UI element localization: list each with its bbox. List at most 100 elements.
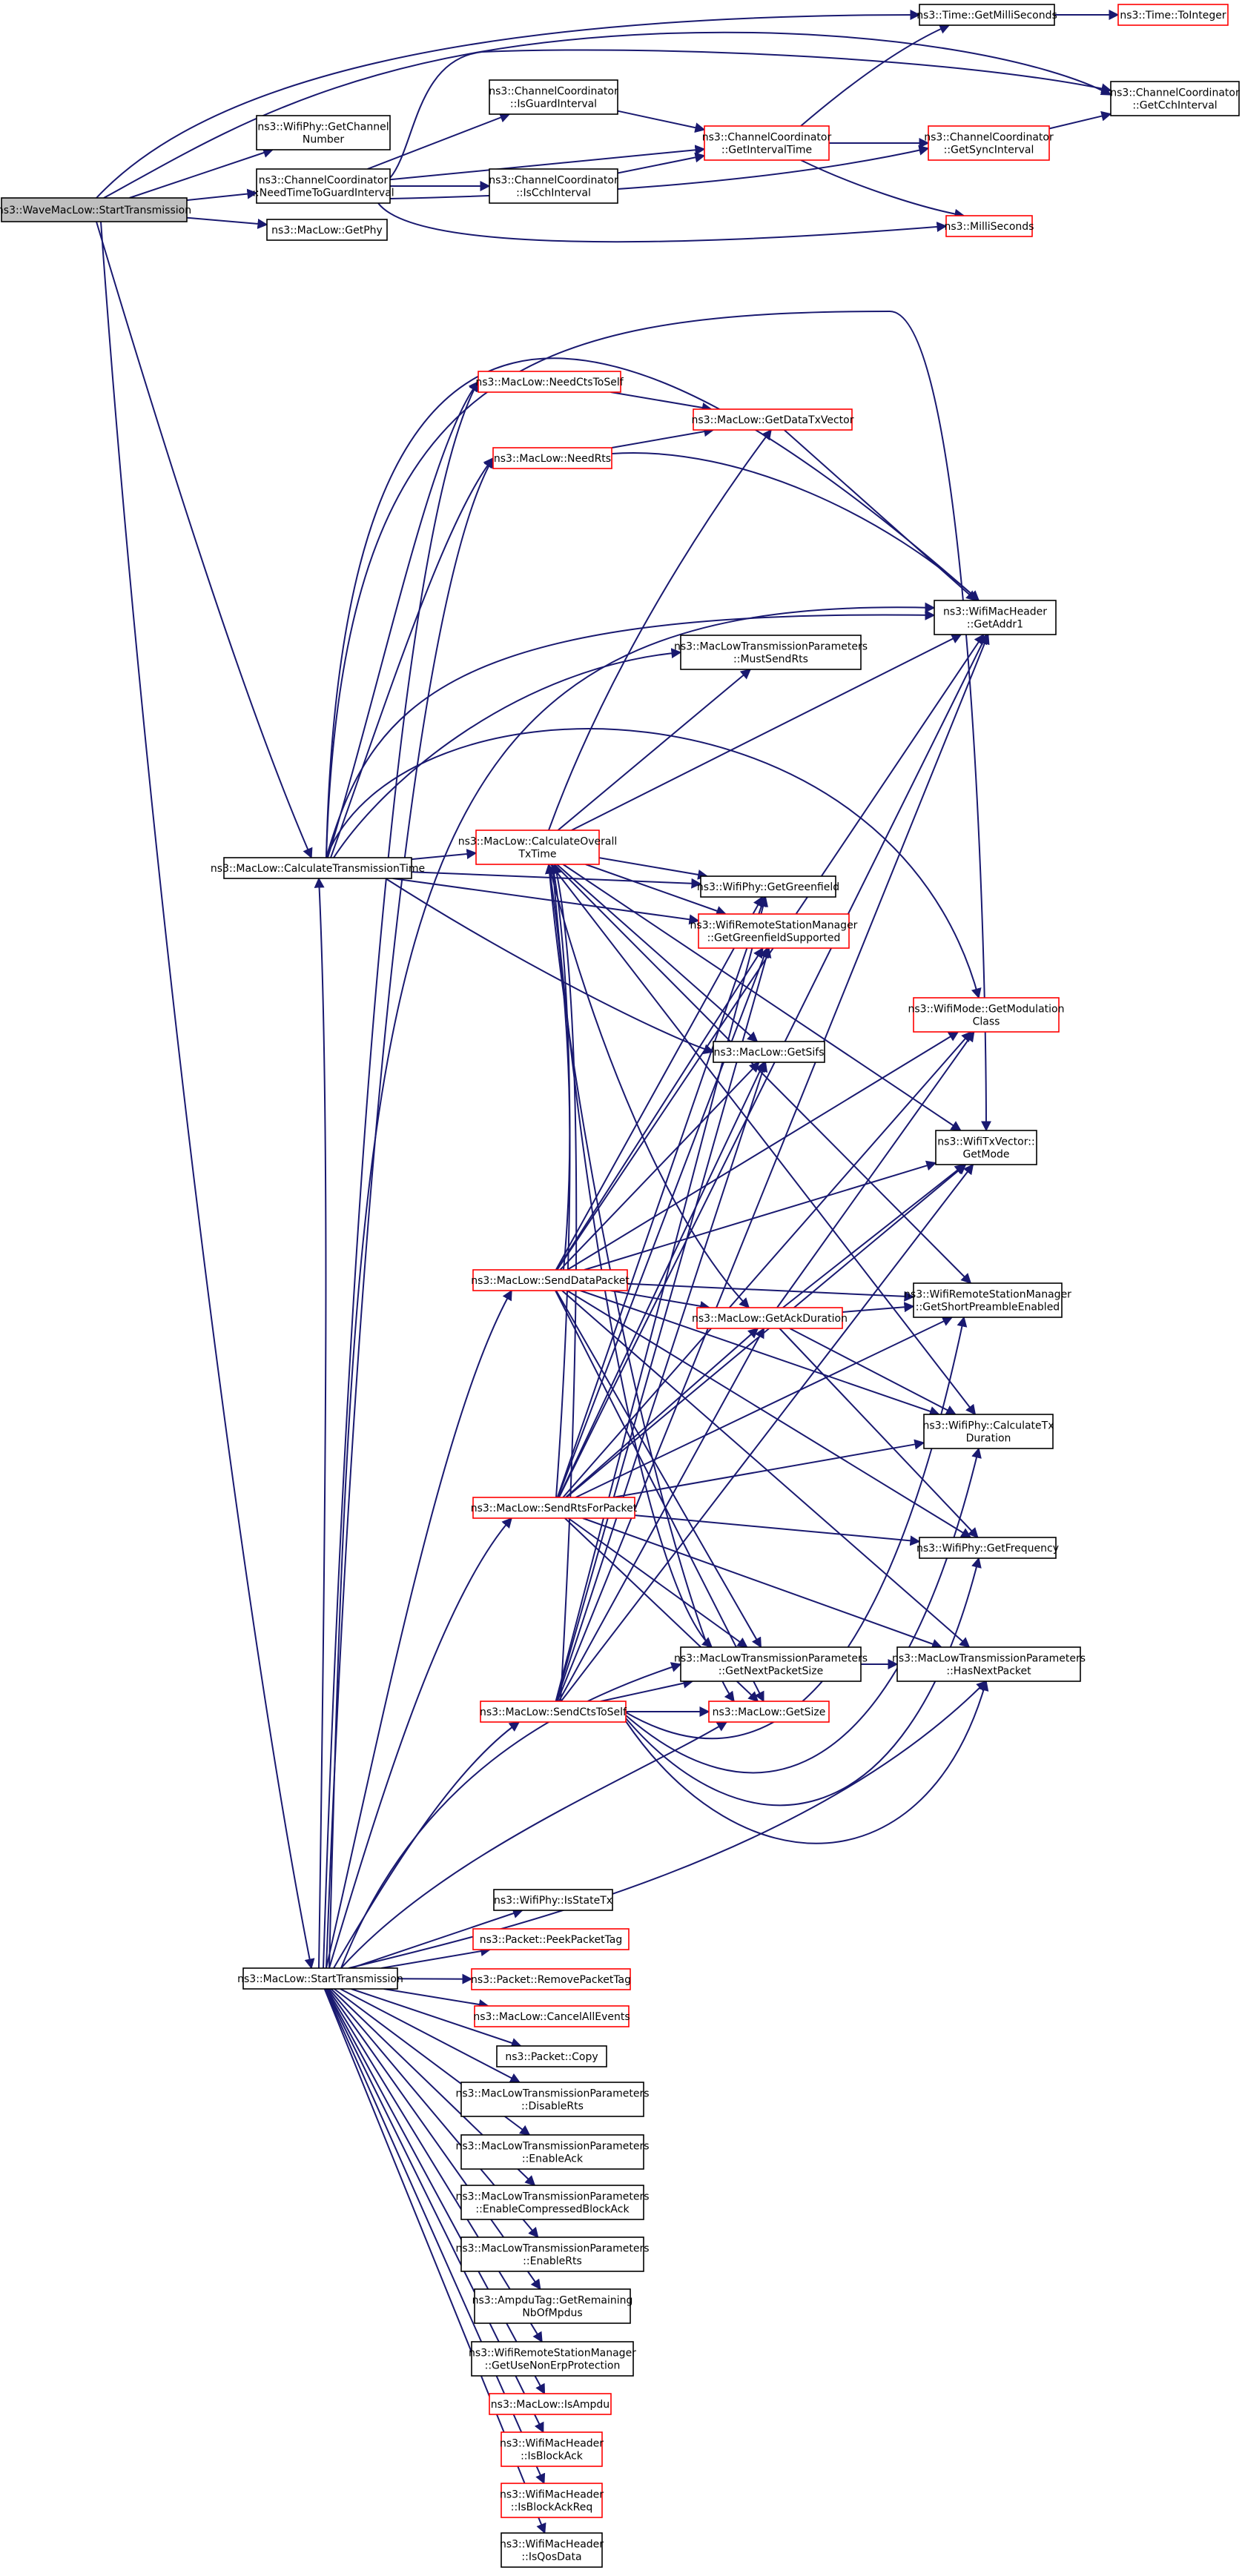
node-isblockack[interactable]: ns3::WifiMacHeader::IsBlockAck — [500, 2431, 604, 2467]
node-box[interactable] — [501, 2431, 603, 2467]
node-box[interactable] — [1110, 81, 1240, 116]
node-peekpackettag[interactable]: ns3::Packet::PeekPacketTag — [472, 1928, 630, 1950]
node-box[interactable] — [913, 997, 1060, 1033]
node-box[interactable] — [928, 125, 1050, 161]
node-box[interactable] — [478, 371, 621, 393]
node-isstatetx[interactable]: ns3::WifiPhy::IsStateTx — [493, 1889, 613, 1911]
node-box[interactable] — [713, 1041, 825, 1063]
node-shortpreamble[interactable]: ns3::WifiRemoteStationManager::GetShortP… — [904, 1282, 1071, 1318]
node-wave-start[interactable]: ns3::WaveMacLow::StartTransmission — [0, 197, 191, 222]
node-box[interactable] — [475, 830, 600, 865]
node-box[interactable] — [256, 168, 391, 204]
node-senddatapacket[interactable]: ns3::MacLow::SendDataPacket — [471, 1269, 630, 1291]
node-box[interactable] — [242, 1967, 398, 1990]
node-hasnextpacket[interactable]: ns3::MacLowTransmissionParameters::HasNe… — [892, 1646, 1086, 1682]
node-box[interactable] — [471, 2341, 634, 2377]
node-box[interactable] — [489, 2393, 612, 2415]
node-box[interactable] — [474, 2288, 631, 2324]
node-box[interactable] — [256, 115, 391, 150]
node-box[interactable] — [223, 857, 412, 879]
node-cc-getsync[interactable]: ns3::ChannelCoordinator::GetSyncInterval — [924, 125, 1054, 161]
node-enablerts[interactable]: ns3::MacLowTransmissionParameters::Enabl… — [455, 2236, 650, 2272]
node-time-toint[interactable]: ns3::Time::ToInteger — [1117, 4, 1229, 26]
node-isampdu[interactable]: ns3::MacLow::IsAmpdu — [489, 2393, 612, 2415]
node-box[interactable] — [266, 219, 388, 241]
node-needctstoself[interactable]: ns3::MacLow::NeedCtsToSelf — [475, 371, 624, 393]
node-box[interactable] — [704, 125, 830, 161]
node-box[interactable] — [480, 1701, 627, 1723]
node-box[interactable] — [919, 1537, 1057, 1559]
node-box[interactable] — [896, 1646, 1081, 1682]
node-box[interactable] — [923, 1414, 1054, 1449]
node-box[interactable] — [460, 2185, 644, 2220]
node-box[interactable] — [460, 2134, 644, 2170]
node-box[interactable] — [489, 79, 618, 115]
node-box[interactable] — [492, 447, 612, 469]
node-box[interactable] — [1117, 4, 1229, 26]
node-getdatatxvector[interactable]: ns3::MacLow::GetDataTxVector — [692, 408, 854, 431]
node-box[interactable] — [472, 1928, 630, 1950]
node-box[interactable] — [472, 1269, 628, 1291]
node-disablerts[interactable]: ns3::MacLowTransmissionParameters::Disab… — [455, 2082, 650, 2117]
node-txv-getmode[interactable]: ns3::WifiTxVector::GetMode — [935, 1130, 1037, 1165]
node-box[interactable] — [934, 600, 1057, 635]
node-box[interactable] — [945, 215, 1033, 237]
node-box[interactable] — [700, 875, 836, 898]
node-cc-iscch[interactable]: ns3::ChannelCoordinator::IsCchInterval — [489, 168, 618, 204]
node-sendctstoself[interactable]: ns3::MacLow::SendCtsToSelf — [480, 1701, 627, 1723]
node-box[interactable] — [501, 2483, 603, 2518]
node-isqosdata[interactable]: ns3::WifiMacHeader::IsQosData — [500, 2532, 604, 2568]
node-maclow-start[interactable]: ns3::MacLow::StartTransmission — [237, 1967, 403, 1990]
node-getackduration[interactable]: ns3::MacLow::GetAckDuration — [692, 1307, 848, 1329]
node-box[interactable] — [501, 2532, 603, 2568]
node-getsifs[interactable]: ns3::MacLow::GetSifs — [713, 1041, 825, 1063]
node-getnextpacketsize[interactable]: ns3::MacLowTransmissionParameters::GetNe… — [674, 1646, 868, 1682]
node-box[interactable] — [496, 2045, 607, 2067]
node-gfsupported[interactable]: ns3::WifiRemoteStationManager::GetGreenf… — [690, 913, 858, 949]
node-cc-getinterval[interactable]: ns3::ChannelCoordinator::GetIntervalTime — [702, 125, 832, 161]
node-box[interactable] — [680, 1646, 862, 1682]
node-enablecompressedblockack[interactable]: ns3::MacLowTransmissionParameters::Enabl… — [455, 2185, 650, 2220]
node-box[interactable] — [698, 913, 850, 949]
node-getaddr1[interactable]: ns3::WifiMacHeader::GetAddr1 — [934, 600, 1057, 635]
node-box[interactable] — [680, 635, 862, 670]
node-box[interactable] — [696, 1307, 843, 1329]
node-box[interactable] — [913, 1282, 1063, 1318]
node-box[interactable] — [1, 197, 188, 222]
node-enableack[interactable]: ns3::MacLowTransmissionParameters::Enabl… — [455, 2134, 650, 2170]
node-cc-needtime[interactable]: ns3::ChannelCoordinator::NeedTimeToGuard… — [252, 168, 394, 204]
node-box[interactable] — [474, 2005, 630, 2027]
node-cancelallevents[interactable]: ns3::MacLow::CancelAllEvents — [473, 2005, 630, 2027]
node-getgreenfield[interactable]: ns3::WifiPhy::GetGreenfield — [697, 875, 839, 898]
node-sendrtsforpacket[interactable]: ns3::MacLow::SendRtsForPacket — [471, 1497, 638, 1519]
node-getfrequency[interactable]: ns3::WifiPhy::GetFrequency — [916, 1537, 1059, 1559]
node-calctxtime[interactable]: ns3::MacLow::CalculateTransmissionTime — [211, 857, 425, 879]
node-box[interactable] — [935, 1130, 1037, 1165]
node-box[interactable] — [472, 1497, 635, 1519]
node-box[interactable] — [460, 2236, 644, 2272]
node-cc-getcch[interactable]: ns3::ChannelCoordinator::GetCchInterval — [1110, 81, 1240, 116]
node-removepackettag[interactable]: ns3::Packet::RemovePacketTag — [471, 1968, 631, 1990]
node-time-getms[interactable]: ns3::Time::GetMilliSeconds — [916, 4, 1057, 26]
node-box[interactable] — [708, 1701, 830, 1723]
node-mustsendrts[interactable]: ns3::MacLowTransmissionParameters::MustS… — [674, 635, 868, 670]
node-box[interactable] — [493, 1889, 613, 1911]
node-box[interactable] — [919, 4, 1055, 26]
node-box[interactable] — [460, 2082, 644, 2117]
node-maclow-getphy[interactable]: ns3::MacLow::GetPhy — [266, 219, 388, 241]
node-cc-isguard[interactable]: ns3::ChannelCoordinator::IsGuardInterval — [489, 79, 618, 115]
node-nonerpprotection[interactable]: ns3::WifiRemoteStationManager::GetUseNon… — [469, 2341, 636, 2377]
node-isblockackreq[interactable]: ns3::WifiMacHeader::IsBlockAckReq — [500, 2483, 604, 2518]
node-milliseconds[interactable]: ns3::MilliSeconds — [945, 215, 1034, 237]
node-packet-copy[interactable]: ns3::Packet::Copy — [496, 2045, 607, 2067]
node-box[interactable] — [489, 168, 618, 204]
node-box[interactable] — [471, 1968, 631, 1990]
node-getsize[interactable]: ns3::MacLow::GetSize — [708, 1701, 830, 1723]
node-box[interactable] — [693, 408, 853, 431]
node-needrts[interactable]: ns3::MacLow::NeedRts — [492, 447, 612, 469]
